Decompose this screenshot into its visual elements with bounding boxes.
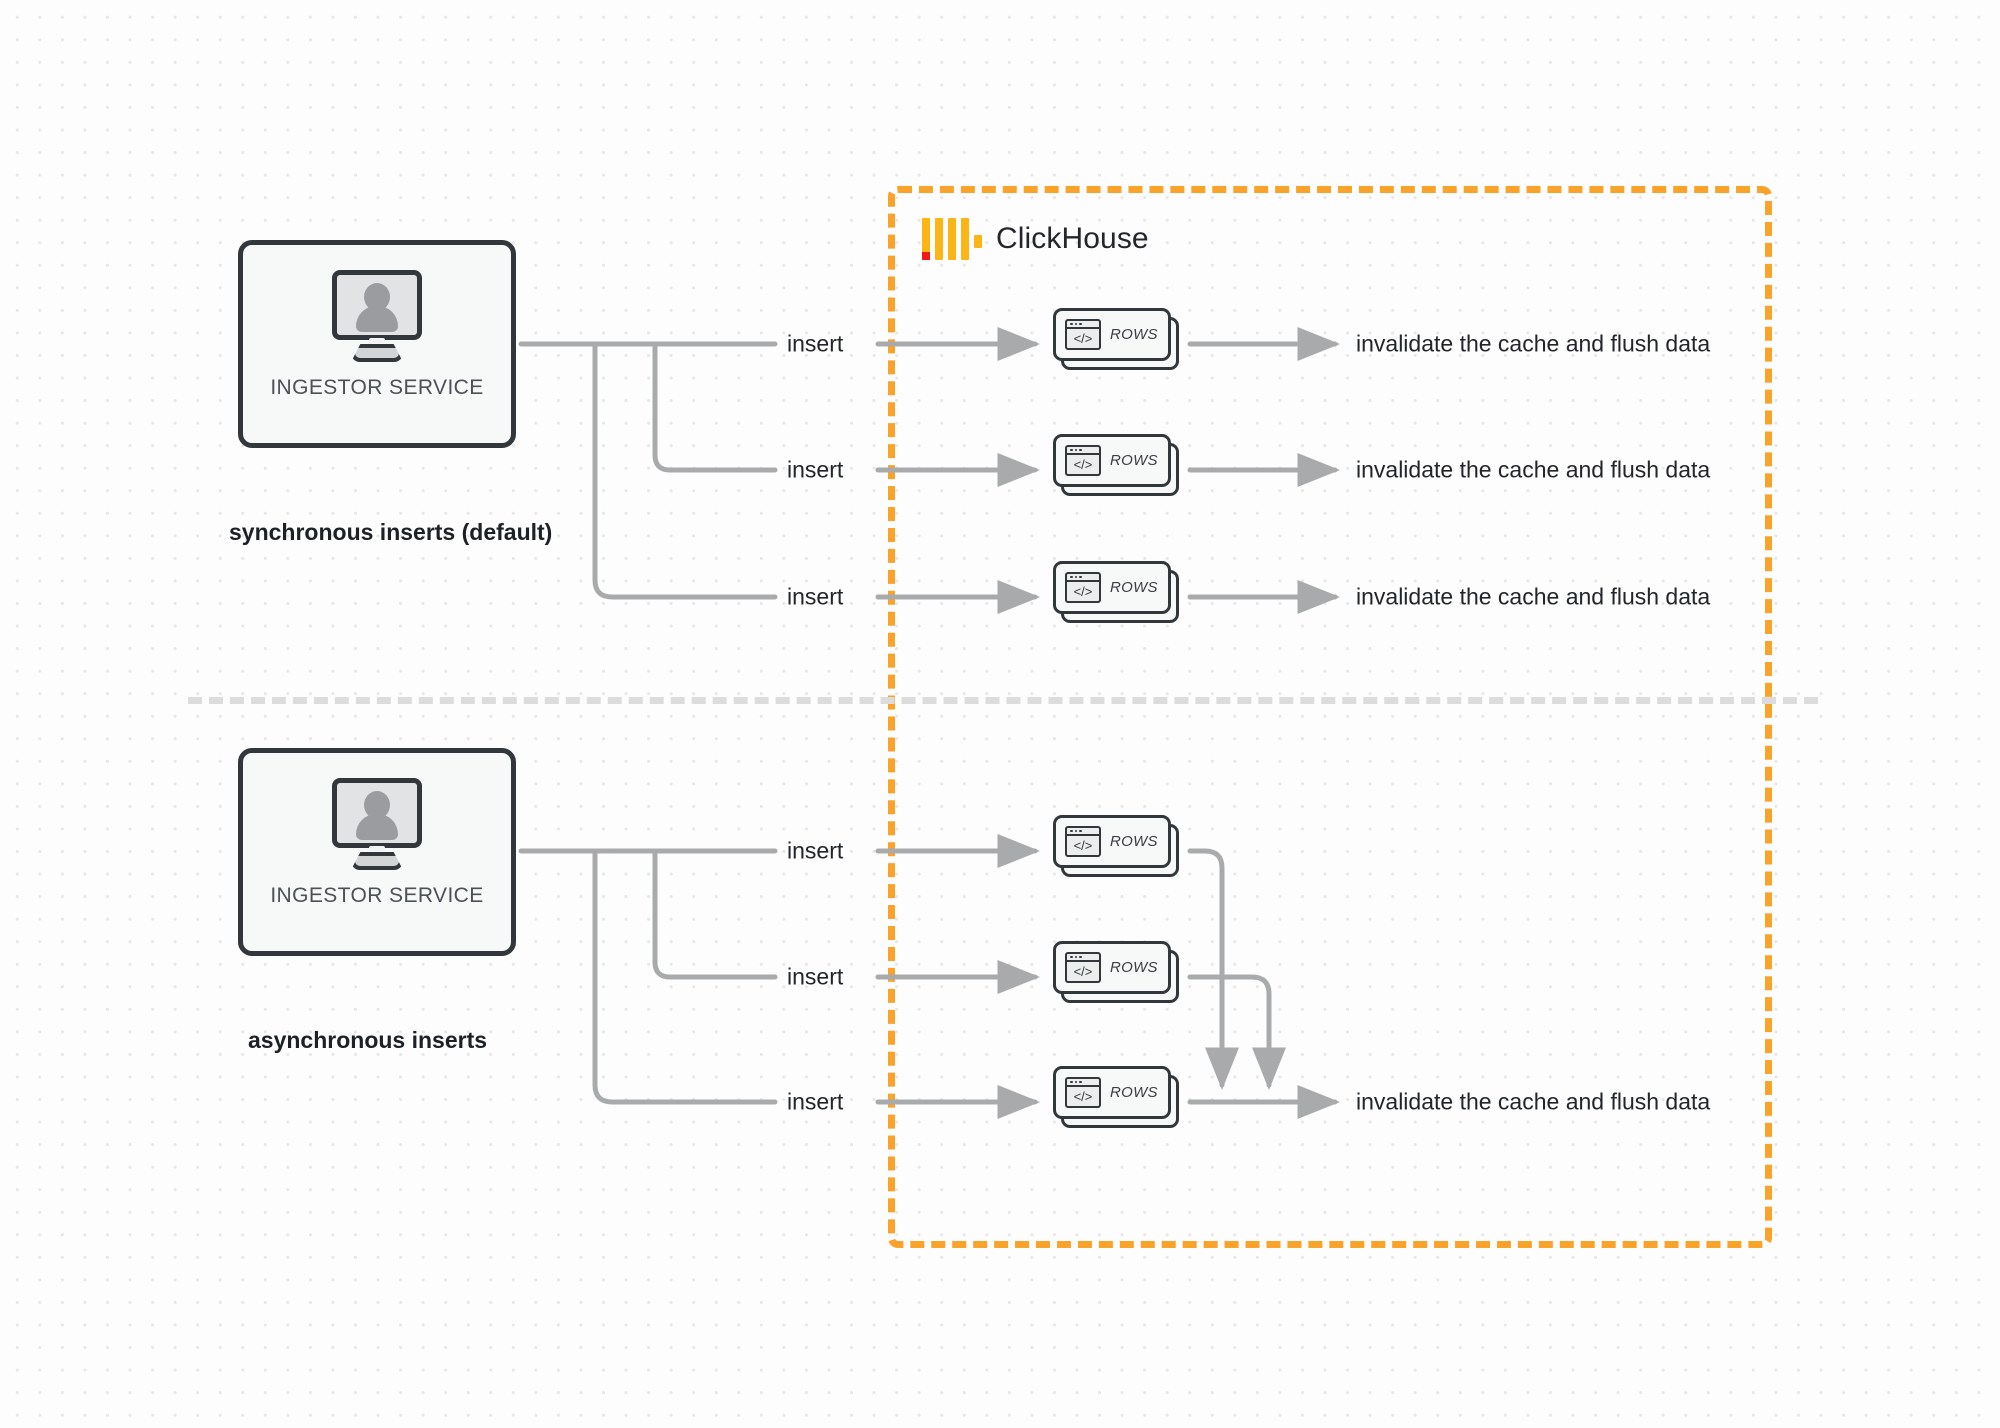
caption-synchronous: synchronous inserts (default) [229,519,553,545]
clickhouse-brand: ClickHouse [922,218,1149,260]
rows-card-label: ROWS [1110,452,1158,469]
ingestor-service-label-sync: INGESTOR SERVICE [270,376,484,399]
insert-label-sync-1: insert [787,330,844,357]
flush-label-sync-1: invalidate the cache and flush data [1356,330,1711,357]
rows-card-label: ROWS [1110,326,1158,343]
code-glyph: </> [1073,331,1093,346]
section-divider [188,697,1818,704]
code-glyph: </> [1073,1089,1093,1104]
code-glyph: </> [1073,584,1093,599]
rows-card-label: ROWS [1110,1084,1158,1101]
insert-label-async-2: insert [787,963,844,990]
rows-card-label: ROWS [1110,579,1158,596]
rows-card-async-3[interactable]: </> ROWS [1053,1066,1179,1128]
rows-card-sync-3[interactable]: </> ROWS [1053,561,1179,623]
rows-card-sync-1[interactable]: </> ROWS [1053,308,1179,370]
code-glyph: </> [1073,838,1093,853]
async-branch-3 [592,848,778,1105]
monitor-user-icon [327,778,427,870]
code-glyph: </> [1073,457,1093,472]
insert-label-sync-3: insert [787,583,844,610]
rows-card-sync-2[interactable]: </> ROWS [1053,434,1179,496]
flush-label-async-merged: invalidate the cache and flush data [1356,1088,1711,1115]
flush-label-sync-2: invalidate the cache and flush data [1356,456,1711,483]
async-branch-2 [652,848,778,980]
code-window-icon: </> [1065,445,1101,476]
code-glyph: </> [1073,964,1093,979]
rows-card-label: ROWS [1110,959,1158,976]
flush-label-sync-3: invalidate the cache and flush data [1356,583,1711,610]
sync-branch-3 [592,341,778,600]
ingestor-service-label-async: INGESTOR SERVICE [270,884,484,907]
code-window-icon: </> [1065,572,1101,603]
insert-label-sync-2: insert [787,456,844,483]
monitor-user-icon [327,270,427,362]
rows-card-async-1[interactable]: </> ROWS [1053,815,1179,877]
code-window-icon: </> [1065,826,1101,857]
ingestor-service-async[interactable]: INGESTOR SERVICE [238,748,516,956]
code-window-icon: </> [1065,952,1101,983]
ingestor-service-sync[interactable]: INGESTOR SERVICE [238,240,516,448]
insert-label-async-1: insert [787,837,844,864]
clickhouse-logo-icon [922,218,982,260]
rows-card-async-2[interactable]: </> ROWS [1053,941,1179,1003]
code-window-icon: </> [1065,319,1101,350]
insert-label-async-3: insert [787,1088,844,1115]
clickhouse-boundary [888,186,1772,1248]
caption-asynchronous: asynchronous inserts [248,1027,488,1053]
code-window-icon: </> [1065,1077,1101,1108]
sync-branch-2 [652,341,778,473]
rows-card-label: ROWS [1110,833,1158,850]
clickhouse-wordmark: ClickHouse [996,222,1149,255]
